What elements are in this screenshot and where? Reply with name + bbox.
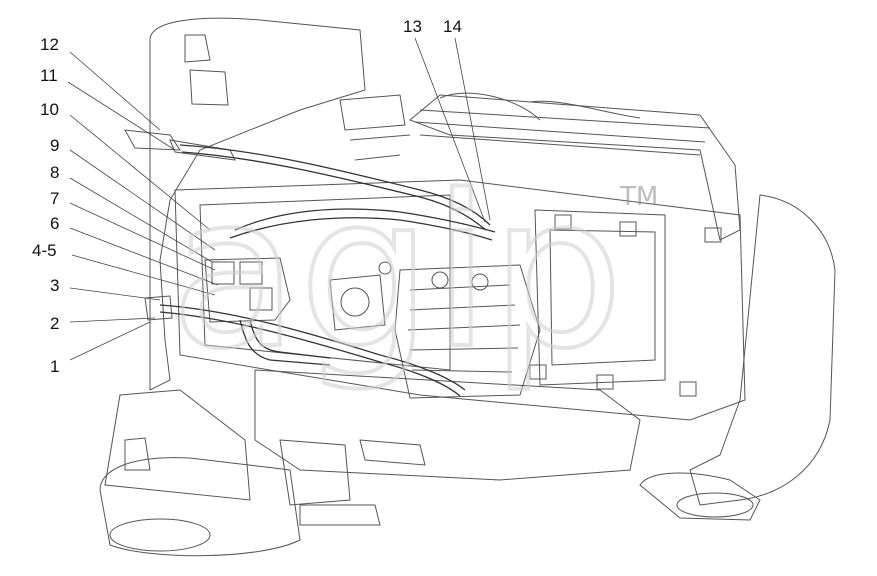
watermark-tm: TM <box>619 182 658 212</box>
watermark: agip TM <box>168 148 658 397</box>
leader-2 <box>69 317 156 323</box>
engine-block <box>394 264 541 399</box>
callout-12: 12 <box>40 35 59 54</box>
leader-3 <box>69 287 161 301</box>
front-wheel-outline <box>689 194 836 506</box>
leader-1 <box>69 321 151 361</box>
leader-7 <box>69 202 216 271</box>
callout-10: 10 <box>40 100 59 119</box>
leader-45 <box>71 254 216 296</box>
callout-8: 8 <box>50 163 60 182</box>
callout-6: 6 <box>50 214 60 233</box>
leader-6 <box>69 227 219 286</box>
callout-7: 7 <box>50 189 60 208</box>
callout-1: 1 <box>50 357 60 376</box>
chassis-frame <box>174 179 746 421</box>
callout-9: 9 <box>50 136 60 155</box>
callout-4-5: 4-5 <box>32 241 57 260</box>
callout-2: 2 <box>50 314 60 333</box>
leader-12 <box>69 51 161 131</box>
hydraulic-valve <box>204 257 291 323</box>
leader-11 <box>67 81 176 151</box>
leader-9 <box>69 149 216 251</box>
leader-10 <box>69 114 211 231</box>
watermark-text: agip <box>170 150 624 395</box>
leader-13 <box>414 37 486 223</box>
callout-3: 3 <box>50 276 60 295</box>
callout-13: 13 <box>403 17 422 36</box>
hose-run-mid <box>234 208 496 233</box>
overhead-guard <box>409 94 741 241</box>
left-wheel-outline <box>99 457 301 557</box>
callout-11: 11 <box>40 66 58 85</box>
leader-8 <box>69 177 213 263</box>
hose-run-lower <box>159 304 466 391</box>
hose-run-upper <box>179 144 491 226</box>
callout-14: 14 <box>443 17 462 36</box>
leader-14 <box>454 37 491 221</box>
counterweight-outline <box>149 17 366 391</box>
